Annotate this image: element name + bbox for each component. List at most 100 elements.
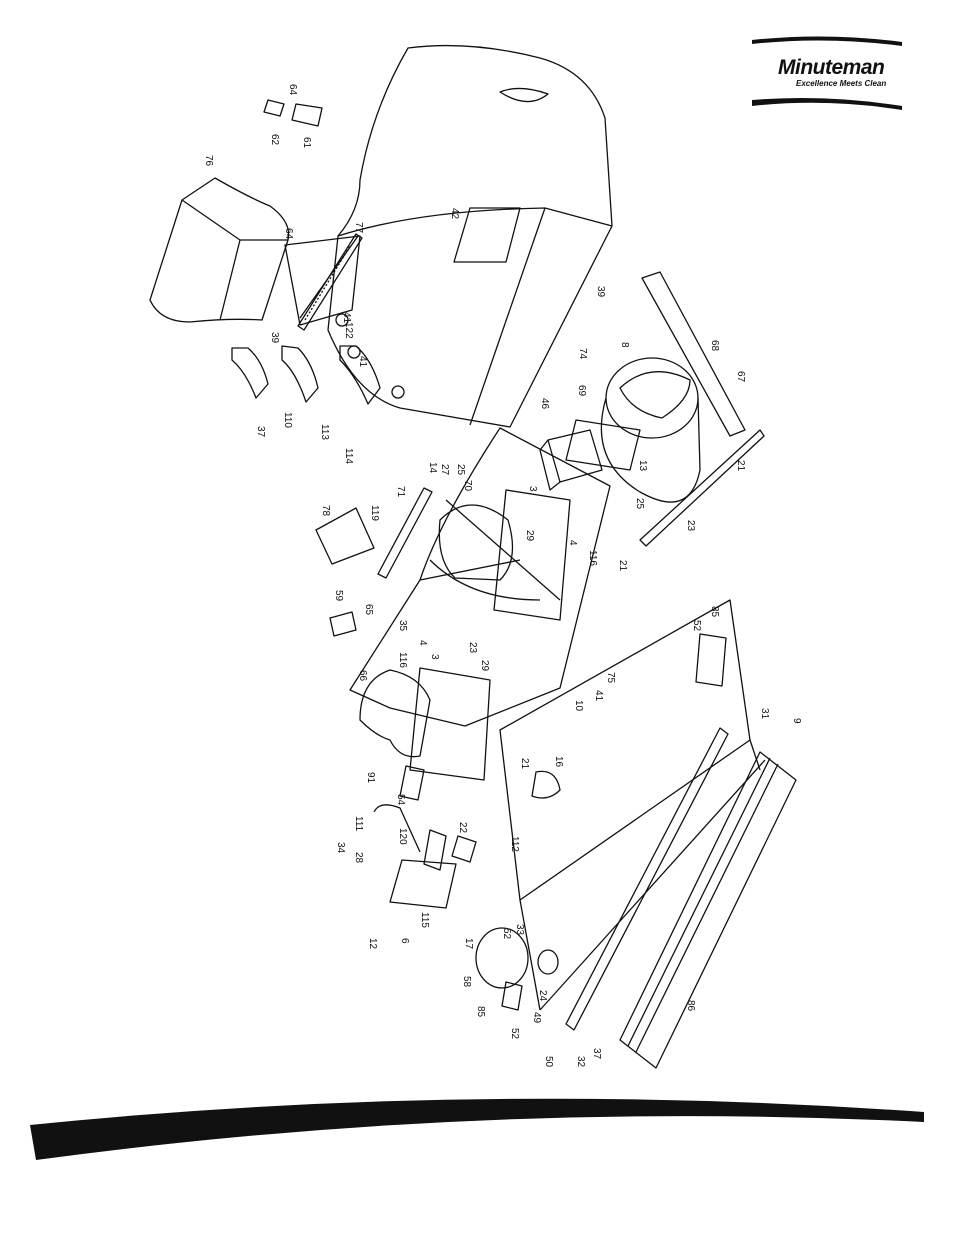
part-label-21: 21 (735, 460, 746, 472)
brackets-3 (409, 489, 571, 781)
bracket-78 (315, 507, 375, 565)
part-label-37: 37 (591, 1048, 602, 1060)
strip-77 (297, 233, 363, 331)
motor-70 (429, 504, 541, 601)
part-label-58: 58 (461, 976, 472, 988)
part-label-42: 42 (449, 208, 460, 220)
part-label-78: 78 (320, 505, 331, 517)
part-label-46: 46 (539, 398, 550, 410)
part-label-120: 120 (397, 828, 408, 845)
part-label-9: 9 (791, 718, 802, 724)
clip-59 (329, 611, 357, 637)
pad-66 (359, 669, 431, 758)
part-label-32: 32 (575, 1056, 586, 1068)
bracket-52-left (501, 981, 523, 1011)
part-label-61: 61 (301, 137, 312, 149)
part-label-21: 21 (519, 758, 530, 770)
part-label-110: 110 (282, 412, 293, 428)
part-label-91: 91 (365, 772, 376, 784)
knob-16 (531, 770, 561, 799)
part-label-50: 50 (543, 1056, 554, 1068)
part-label-12: 12 (367, 938, 378, 950)
part-label-122: 122 (343, 322, 354, 339)
brand-name: Minuteman (778, 56, 885, 79)
housing-76 (149, 177, 361, 326)
part-label-59: 59 (333, 590, 344, 602)
minuteman-logo: Minuteman Excellence Meets Clean (748, 30, 904, 114)
brand-tagline: Excellence Meets Clean (796, 79, 887, 88)
part-label-33: 33 (514, 924, 525, 936)
part-label-75: 75 (605, 672, 616, 684)
part-label-23: 23 (685, 520, 696, 532)
logo-swoosh-graphic (752, 36, 902, 110)
part-label-35: 35 (397, 620, 408, 632)
blade-86 (619, 751, 797, 1069)
part-label-4: 4 (567, 540, 578, 546)
part-label-85: 85 (475, 1006, 486, 1018)
part-label-10: 10 (573, 700, 584, 712)
part-label-68: 68 (709, 340, 720, 352)
part-label-52: 52 (509, 1028, 520, 1040)
rail-50 (565, 727, 729, 1031)
part-label-52: 52 (501, 928, 512, 940)
rails-67-68 (639, 271, 765, 547)
part-label-23: 23 (467, 642, 478, 654)
cover-71 (377, 487, 433, 579)
part-label-41: 41 (357, 356, 368, 368)
part-label-116: 116 (587, 550, 598, 566)
housing-74 (327, 44, 613, 428)
part-label-66: 66 (357, 670, 368, 682)
part-label-70: 70 (462, 480, 473, 492)
part-label-64: 64 (287, 84, 298, 96)
wheel-58 (475, 927, 559, 989)
motor-69 (565, 357, 701, 503)
part-label-39: 39 (269, 332, 280, 344)
part-label-29: 29 (524, 530, 535, 542)
base-plate-65 (349, 427, 611, 727)
part-label-85: 85 (709, 606, 720, 618)
part-label-49: 49 (531, 1012, 542, 1024)
part-label-13: 13 (637, 460, 648, 472)
bracket-52-right (695, 633, 727, 687)
part-number-labels: 7662646164774239411224137110113114743986… (203, 84, 802, 1068)
part-label-62: 62 (269, 134, 280, 146)
part-label-28: 28 (353, 852, 364, 864)
part-label-112: 112 (509, 836, 520, 852)
bottom-swoosh (30, 1098, 924, 1160)
part-label-71: 71 (395, 486, 406, 498)
part-label-41: 41 (593, 690, 604, 702)
part-label-113: 113 (319, 424, 330, 440)
part-label-64: 64 (283, 228, 294, 240)
part-label-52: 52 (691, 620, 702, 632)
part-label-27: 27 (439, 464, 450, 476)
hinge-61-62-64 (263, 99, 323, 127)
part-label-14: 14 (427, 462, 438, 474)
part-label-21: 21 (617, 560, 628, 572)
part-label-41: 41 (341, 312, 352, 324)
part-label-29: 29 (479, 660, 490, 672)
part-label-119: 119 (369, 505, 380, 521)
part-label-86: 86 (685, 1000, 696, 1012)
part-label-8: 8 (619, 342, 630, 348)
frame-75 (499, 599, 766, 1011)
part-label-115: 115 (419, 912, 430, 928)
part-label-22: 22 (457, 822, 468, 834)
part-label-25: 25 (634, 498, 645, 510)
part-label-17: 17 (463, 938, 474, 950)
part-label-31: 31 (759, 708, 770, 720)
brackets-110-113-114 (231, 313, 405, 405)
part-label-67: 67 (735, 371, 746, 383)
part-label-74: 74 (577, 348, 588, 360)
part-label-76: 76 (203, 155, 214, 167)
part-label-6: 6 (399, 938, 410, 944)
part-label-16: 16 (553, 756, 564, 768)
part-label-25: 25 (455, 464, 466, 476)
part-label-54: 54 (395, 794, 406, 806)
part-label-34: 34 (335, 842, 346, 854)
part-label-116: 116 (397, 652, 408, 668)
part-label-69: 69 (576, 385, 587, 397)
part-label-39: 39 (595, 286, 606, 298)
parts-91-54 (399, 765, 425, 801)
